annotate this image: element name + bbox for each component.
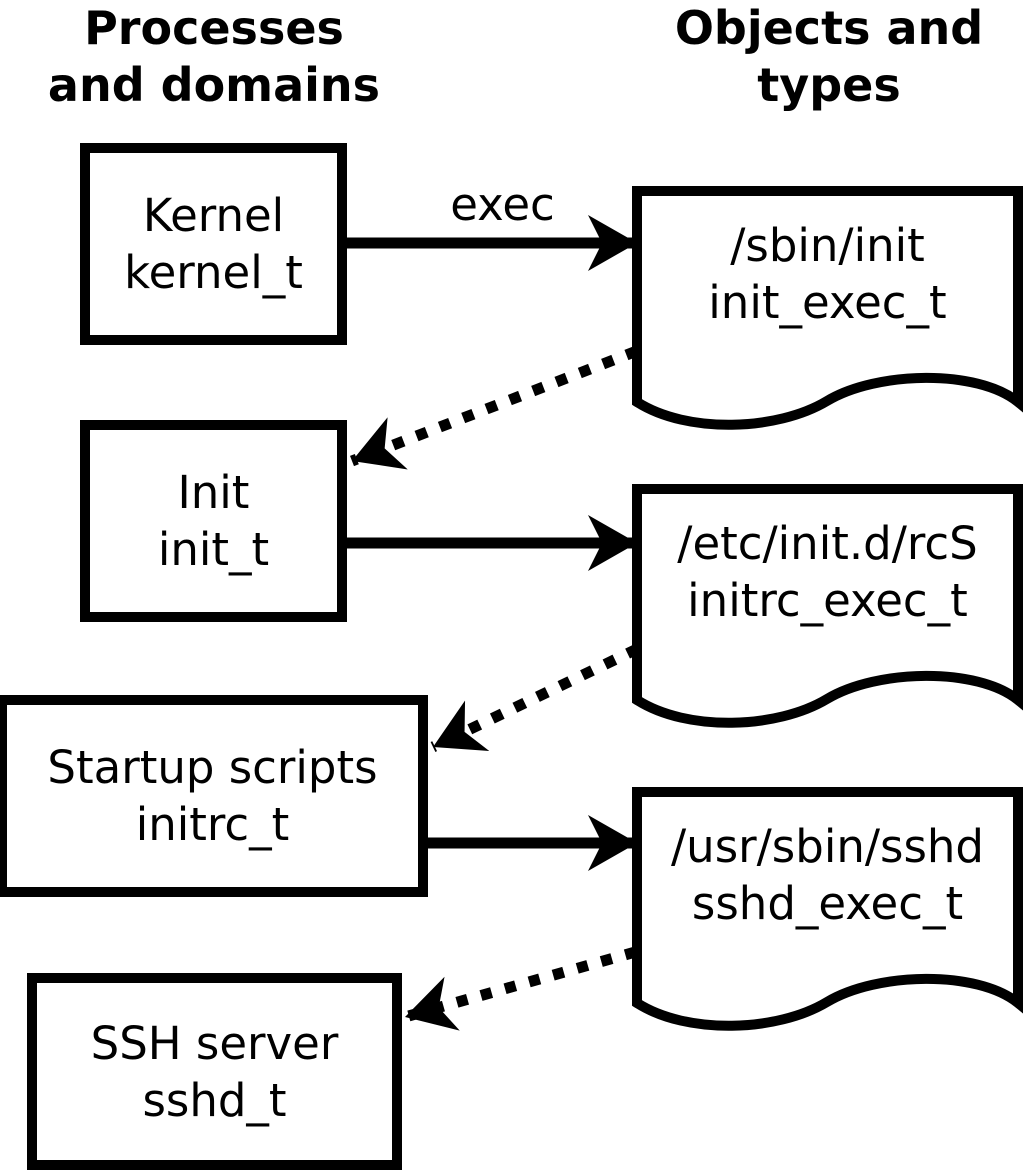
column-header-objects-line1: Objects and (674, 1, 984, 55)
process-domain: initrc_t (135, 798, 290, 851)
process-label: Kernel (142, 189, 285, 242)
transition-arrow-sshd-to-sshserver (403, 939, 662, 1031)
object-path: /sbin/init (730, 219, 925, 272)
exec-edge-label: exec (450, 178, 555, 231)
process-label: SSH server (90, 1016, 339, 1070)
object-path: /etc/init.d/rcS (677, 517, 978, 570)
column-header-processes-line1: Processes (84, 1, 344, 55)
object-document-usr-sbin-sshd (632, 787, 1023, 1031)
process-domain: kernel_t (124, 246, 303, 299)
object-type: init_exec_t (708, 276, 947, 329)
process-domain: sshd_t (142, 1073, 287, 1127)
process-label: Init (177, 466, 250, 519)
object-path: /usr/sbin/sshd (671, 820, 984, 873)
object-label-etc-initd-rcs: /etc/init.d/rcS initrc_exec_t (637, 515, 1018, 629)
document-shape (632, 484, 1023, 728)
column-header-objects: Objects and types (614, 0, 1024, 114)
object-document-etc-initd-rcs (632, 484, 1023, 728)
process-box-startup-scripts: Startup scripts initrc_t (0, 695, 428, 897)
object-type: initrc_exec_t (687, 574, 968, 627)
process-box-kernel: Kernel kernel_t (80, 143, 347, 345)
column-header-processes: Processes and domains (0, 0, 434, 114)
column-header-processes-line2: and domains (47, 58, 381, 112)
transition-arrow-rcs-to-startup (430, 633, 663, 752)
object-label-sbin-init: /sbin/init init_exec_t (637, 217, 1018, 331)
column-header-objects-line2: types (757, 58, 901, 112)
process-domain: init_t (157, 523, 270, 576)
object-document-sbin-init (632, 186, 1023, 430)
document-shape (632, 787, 1023, 1031)
document-shape (632, 186, 1023, 430)
object-label-usr-sbin-sshd: /usr/sbin/sshd sshd_exec_t (637, 818, 1018, 932)
process-box-init: Init init_t (80, 420, 347, 622)
transition-arrow-sbin-init-to-init (350, 336, 662, 470)
process-label: Startup scripts (47, 741, 378, 794)
process-box-ssh-server: SSH server sshd_t (27, 973, 402, 1170)
object-type: sshd_exec_t (691, 877, 964, 930)
